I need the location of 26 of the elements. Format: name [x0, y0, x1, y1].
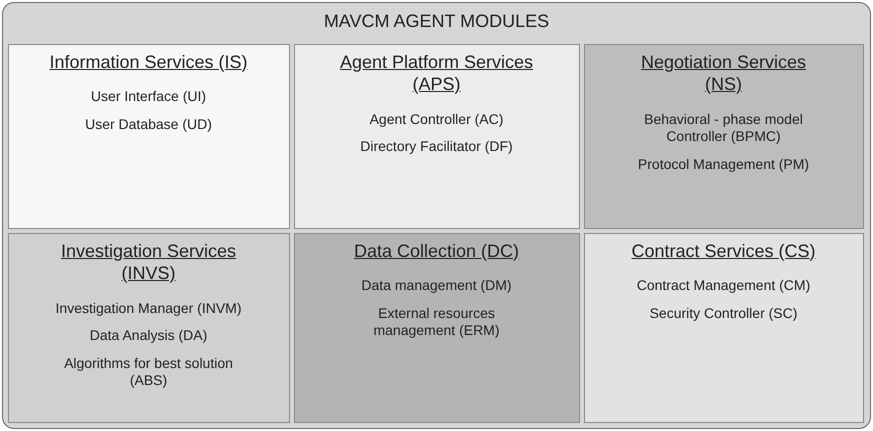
component-label: Behavioral - phase model Controller (BPMC)	[643, 110, 804, 146]
module-panel	[8, 232, 290, 422]
module-heading: Information Services (IS)	[49, 50, 248, 73]
module-heading: Investigation Services (INVS)	[60, 240, 238, 284]
component-label: Data management (DM)	[361, 277, 512, 294]
component-label: Protocol Management (PM)	[638, 156, 810, 173]
component-label: Investigation Manager (INVM)	[56, 300, 242, 317]
component-label: Contract Management (CM)	[636, 277, 810, 294]
component-label: Directory Facilitator (DF)	[360, 138, 513, 156]
module-panel	[584, 44, 864, 228]
module-heading: Agent Platform Services (APS)	[338, 50, 534, 96]
module-heading: Negotiation Services (NS)	[640, 50, 808, 96]
module-panel	[584, 232, 864, 422]
component-label: Security Controller (SC)	[650, 304, 798, 322]
component-label: External resources management (ERM)	[372, 304, 501, 340]
module-panel	[8, 44, 290, 228]
module-heading: Contract Services (CS)	[631, 240, 816, 262]
component-label: User Interface (UI)	[90, 88, 206, 106]
component-label: User Database (UD)	[85, 116, 212, 133]
component-label: Agent Controller (AC)	[370, 110, 504, 128]
module-panel	[294, 232, 580, 422]
module-heading: Data Collection (DC)	[354, 240, 520, 262]
component-label: Algorithms for best solution (ABS)	[63, 354, 234, 390]
module-panel	[294, 44, 580, 228]
component-label: Data Analysis (DA)	[90, 327, 208, 344]
group-heading: MAVCM AGENT MODULES	[322, 11, 550, 32]
